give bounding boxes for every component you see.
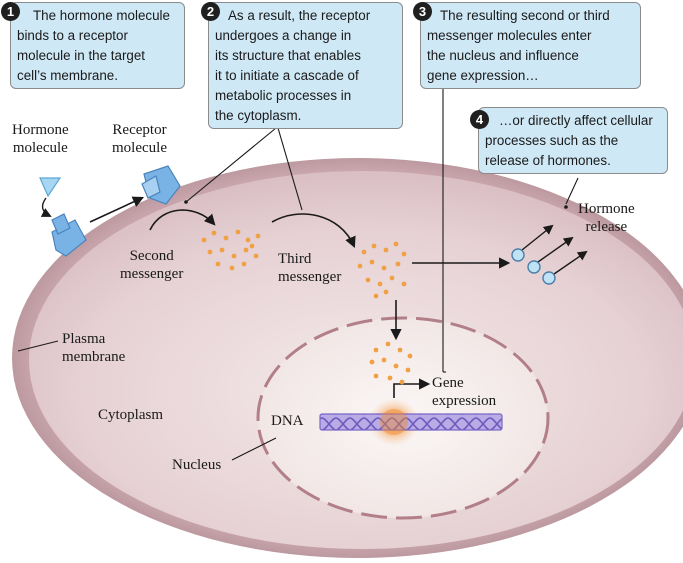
callout-2-line-1: As a result, the receptor bbox=[228, 8, 371, 23]
label-receptor-molecule: Receptor molecule bbox=[112, 122, 167, 156]
callout-1-line-2: binds to a receptor bbox=[17, 28, 128, 43]
label-cytoplasm: Cytoplasm bbox=[98, 407, 164, 423]
callout-1-line-1: The hormone molecule bbox=[33, 8, 170, 23]
label-third-messenger: Third messenger bbox=[278, 251, 342, 285]
callout-2-line-6: the cytoplasm. bbox=[215, 108, 302, 123]
callout-3-line-4: gene expression… bbox=[427, 68, 539, 83]
receptor-2-icon bbox=[141, 165, 181, 205]
callout-4-line-1: …or directly affect cellular bbox=[499, 113, 653, 128]
second-messenger-dots bbox=[201, 229, 261, 271]
label-nucleus: Nucleus bbox=[172, 457, 222, 473]
third-messenger-dots bbox=[357, 241, 407, 299]
label-second-messenger: Second messenger bbox=[120, 248, 184, 282]
label-hormone-molecule: Hormone molecule bbox=[12, 122, 69, 156]
label-hormone-release: Hormone release bbox=[578, 201, 635, 235]
callout-4-line-3: release of hormones. bbox=[485, 153, 611, 168]
dna-strand bbox=[319, 413, 503, 431]
step-4-badge: 4 bbox=[470, 110, 489, 129]
callout-2-line-2: undergoes a change in bbox=[215, 28, 352, 43]
nuclear-messenger-dots bbox=[369, 341, 413, 385]
callout-3-line-1: The resulting second or third bbox=[440, 8, 610, 23]
hormone-release-vesicles bbox=[511, 224, 588, 285]
label-dna: DNA bbox=[271, 413, 304, 429]
step-1-badge: 1 bbox=[1, 2, 20, 21]
receptor-1-icon bbox=[51, 213, 87, 257]
callout-step-1: The hormone molecule binds to a receptor… bbox=[10, 2, 185, 89]
callout-step-4: …or directly affect cellular processes s… bbox=[478, 107, 668, 174]
callout-1-line-4: cell’s membrane. bbox=[17, 68, 118, 83]
callout-2-line-4: it to initiate a cascade of bbox=[215, 68, 359, 83]
callout-2-line-3: its structure that enables bbox=[215, 48, 361, 63]
callout-3-line-2: messenger molecules enter bbox=[427, 28, 592, 43]
callout-4-line-2: processes such as the bbox=[485, 133, 619, 148]
label-gene-expression: Gene expression bbox=[432, 375, 497, 409]
callout-1-line-3: molecule in the target bbox=[17, 48, 146, 63]
hormone-molecule-icon bbox=[39, 177, 62, 198]
callout-2-line-5: metabolic processes in bbox=[215, 88, 352, 103]
callout-step-2: As a result, the receptor undergoes a ch… bbox=[208, 2, 403, 129]
step-2-badge: 2 bbox=[201, 2, 220, 21]
label-plasma-membrane: Plasma membrane bbox=[62, 331, 126, 365]
callout-step-3: The resulting second or third messenger … bbox=[420, 2, 641, 89]
step-3-badge: 3 bbox=[413, 2, 432, 21]
callout-3-line-3: the nucleus and influence bbox=[427, 48, 579, 63]
